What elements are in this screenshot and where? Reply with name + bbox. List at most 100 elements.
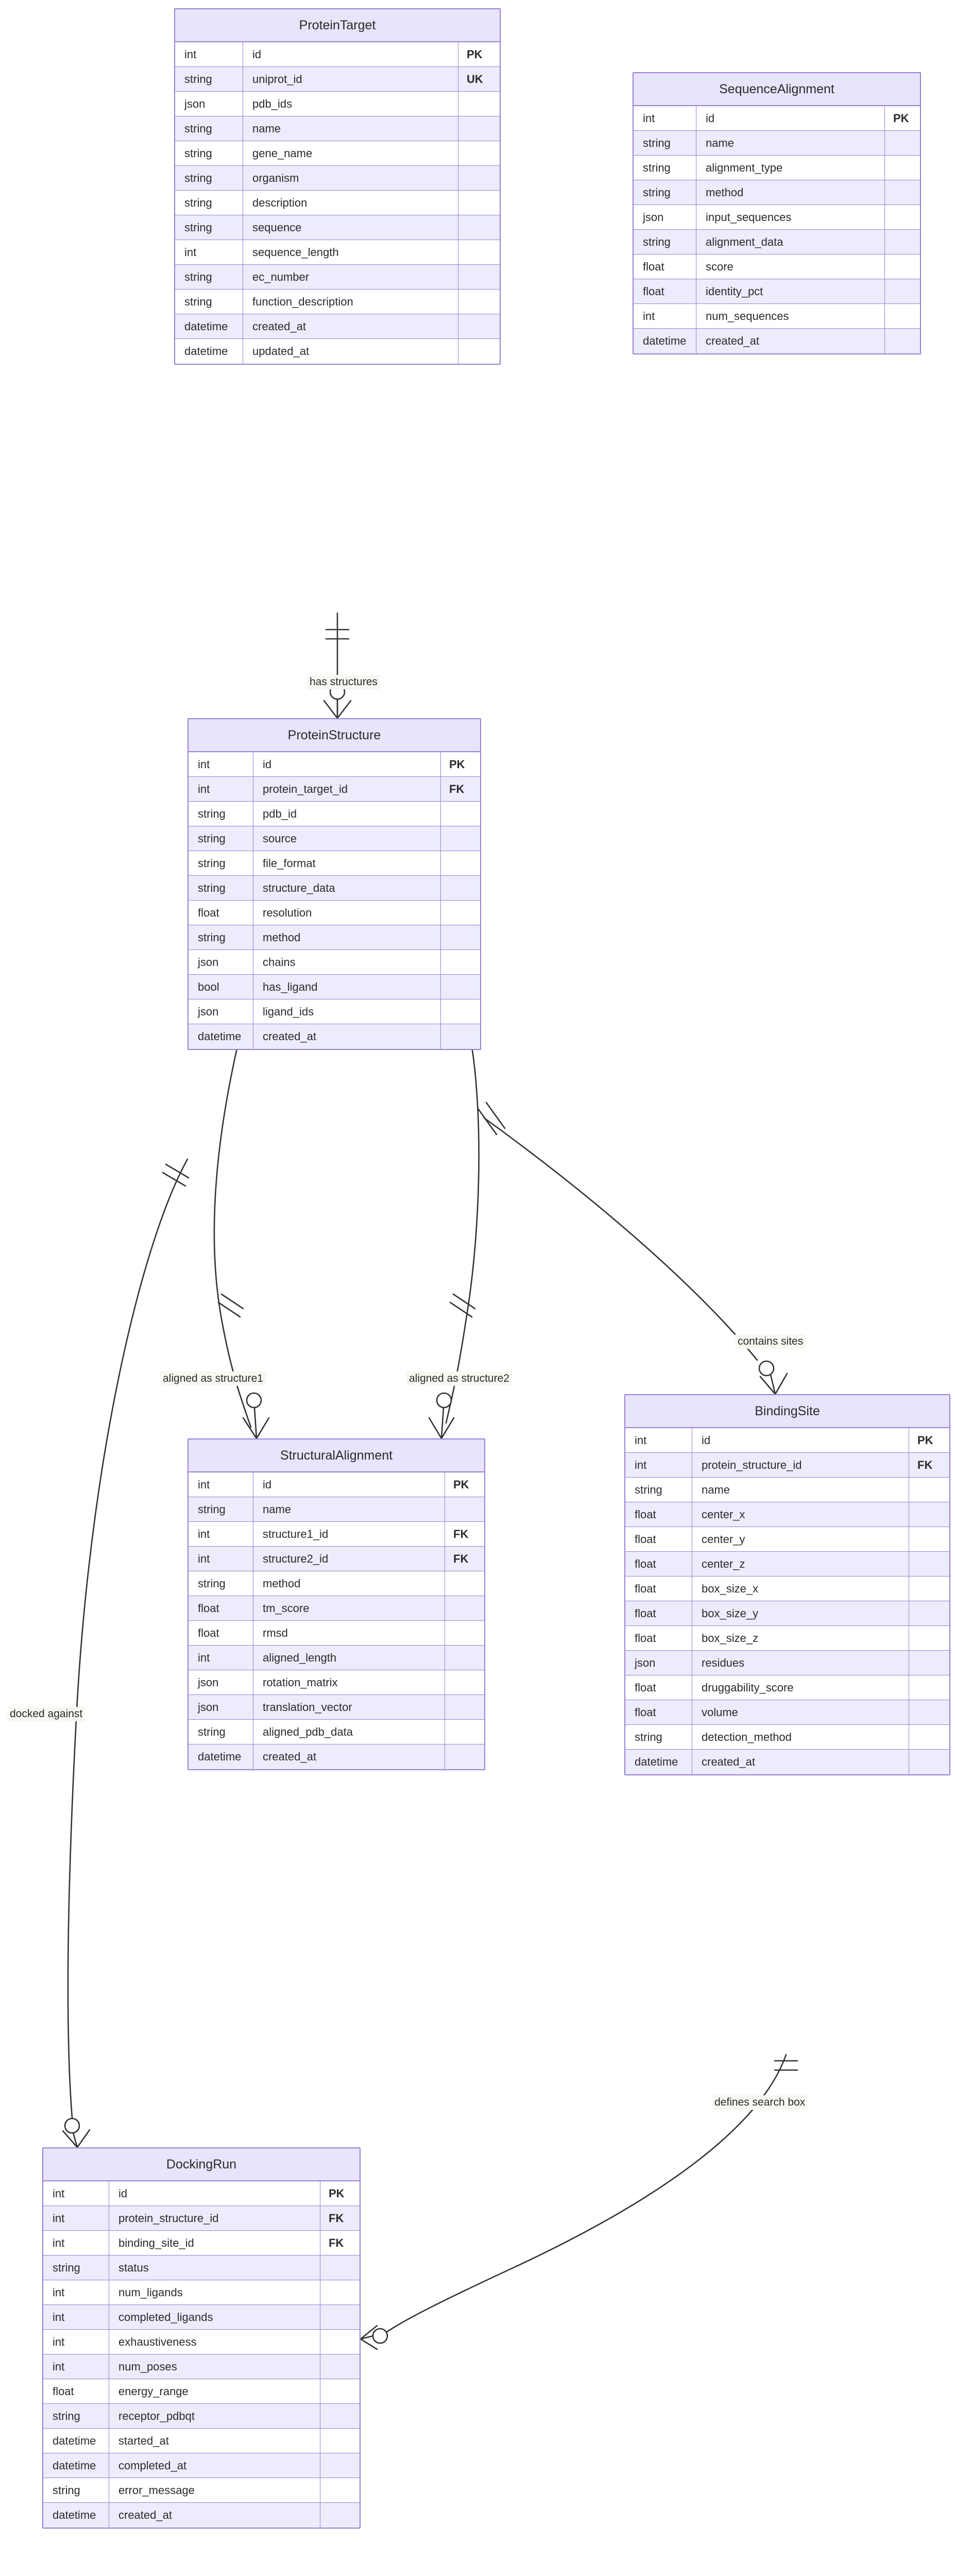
attribute-name: exhaustiveness: [109, 2330, 320, 2354]
attribute-name: created_at: [692, 1750, 909, 1774]
attribute-type: float: [189, 1621, 253, 1645]
attribute-type: int: [43, 2305, 109, 2329]
relationship-label: docked against: [7, 1707, 86, 1721]
attribute-name: id: [243, 42, 458, 66]
attribute-key-empty: [909, 1651, 949, 1675]
attribute-key-empty: [458, 141, 500, 165]
attribute-key-empty: [445, 1646, 484, 1670]
attribute-name: started_at: [109, 2429, 320, 2453]
attribute-type: float: [625, 1577, 692, 1601]
attribute-type: datetime: [625, 1750, 692, 1774]
attribute-type: int: [625, 1428, 692, 1452]
attribute-type: float: [625, 1700, 692, 1724]
attribute-key-empty: [909, 1675, 949, 1700]
attribute-key-badge: FK: [329, 2211, 344, 2225]
attribute-type: int: [189, 1522, 253, 1546]
attribute-key-empty: [458, 339, 500, 364]
attribute-name: ligand_ids: [253, 999, 441, 1024]
attribute-key-badge: PK: [893, 111, 909, 125]
entity-title: ProteinStructure: [189, 719, 480, 752]
attribute-type: string: [189, 1571, 253, 1596]
attribute-name: pdb_ids: [243, 92, 458, 116]
attribute-name: identity_pct: [696, 279, 885, 303]
attribute-type: int: [175, 240, 243, 264]
attribute-type: string: [175, 290, 243, 314]
attribute-key-empty: [320, 2404, 360, 2428]
attribute-name: name: [243, 116, 458, 141]
attribute-type: string: [175, 166, 243, 190]
attribute-name: chains: [253, 950, 441, 974]
attribute-type: datetime: [43, 2429, 109, 2453]
attribute-type: string: [175, 116, 243, 141]
attribute-type: datetime: [634, 329, 696, 353]
attribute-type: int: [43, 2280, 109, 2304]
attribute-type: datetime: [189, 1744, 253, 1769]
attribute-name: completed_ligands: [109, 2305, 320, 2329]
attribute-type: string: [634, 131, 696, 155]
relationship-label: aligned as structure1: [160, 1371, 266, 1386]
attribute-type: string: [175, 141, 243, 165]
entity-title: SequenceAlignment: [634, 73, 920, 106]
attribute-name: updated_at: [243, 339, 458, 364]
attribute-key-badge: PK: [329, 2187, 345, 2200]
attribute-name: created_at: [696, 329, 885, 353]
attribute-name: alignment_type: [696, 156, 885, 180]
attribute-key-empty: [441, 851, 480, 875]
attribute-name: translation_vector: [253, 1695, 445, 1719]
attribute-key-badge: FK: [453, 1552, 469, 1565]
attribute-type: string: [625, 1725, 692, 1749]
attribute-key-empty: [909, 1502, 949, 1527]
attribute-key-empty: [458, 215, 500, 240]
attribute-type: string: [175, 67, 243, 91]
relationship-label: contains sites: [735, 1334, 806, 1349]
attribute-type: int: [625, 1453, 692, 1477]
entity-title: BindingSite: [625, 1395, 949, 1428]
attribute-type: string: [625, 1478, 692, 1502]
attribute-type: string: [43, 2404, 109, 2428]
attribute-name: energy_range: [109, 2379, 320, 2403]
attribute-type: int: [189, 1547, 253, 1571]
attribute-key-badge: FK: [917, 1458, 933, 1471]
attribute-name: id: [692, 1428, 909, 1452]
attribute-type: string: [189, 1720, 253, 1744]
attribute-name: num_poses: [109, 2354, 320, 2379]
attribute-type: json: [189, 1695, 253, 1719]
attribute-type: float: [634, 255, 696, 279]
attribute-name: rotation_matrix: [253, 1670, 445, 1694]
attribute-key-empty: [885, 180, 920, 205]
attribute-key-badge: FK: [329, 2236, 344, 2249]
attribute-key-empty: [458, 166, 500, 190]
attribute-type: string: [634, 180, 696, 205]
attribute-key-empty: [909, 1552, 949, 1576]
attribute-type: datetime: [43, 2453, 109, 2478]
